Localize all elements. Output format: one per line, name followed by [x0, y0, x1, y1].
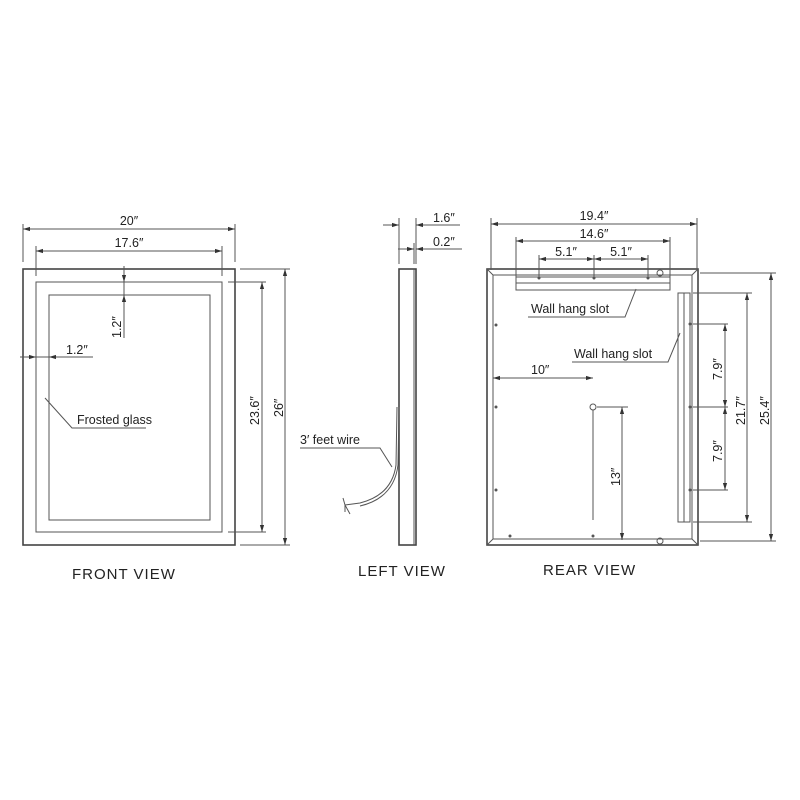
wire-height-label: 13″	[609, 467, 623, 486]
depth-glass-label: 0.2″	[433, 235, 455, 249]
keyhole-icon	[656, 537, 664, 545]
power-wire	[342, 406, 398, 515]
rear-height-label: 25.4″	[758, 396, 772, 425]
left-view-title: LEFT VIEW	[358, 563, 446, 580]
left-view: 1.6″ 0.2″ 3′ feet wire LEFT VIEW	[300, 211, 462, 580]
side-spacing-upper-label: 7.9″	[711, 358, 725, 380]
side-border-label: 1.2″	[66, 343, 88, 357]
height-outer-label: 26″	[272, 398, 286, 417]
wire-offset-label: 10″	[531, 363, 550, 377]
rear-view-title: REAR VIEW	[543, 562, 636, 579]
side-slot-length-label: 21.7″	[734, 396, 748, 425]
top-slot-label: Wall hang slot	[531, 302, 610, 316]
wire-exit-icon	[589, 403, 597, 411]
rear-width-label: 19.4″	[580, 209, 609, 223]
depth-total-label: 1.6″	[433, 211, 455, 225]
rear-view: 19.4″ 14.6″ 5.1″ 5.1″ Wall hang slot Wal…	[486, 209, 776, 579]
front-view-title: FRONT VIEW	[72, 566, 176, 583]
width-inner-label: 17.6″	[115, 236, 144, 250]
hole-spacing-right-label: 5.1″	[610, 245, 632, 259]
slot-width-label: 14.6″	[580, 227, 609, 241]
mirror-side-profile	[398, 268, 417, 546]
led-border	[35, 281, 223, 533]
side-slot-label: Wall hang slot	[574, 347, 653, 361]
front-view: 20″ 17.6″ 1.2″ 1.2″ Frosted glass 23.6″ …	[20, 214, 290, 583]
hole-spacing-left-label: 5.1″	[555, 245, 577, 259]
frosted-glass-label: Frosted glass	[77, 413, 152, 427]
side-spacing-lower-label: 7.9″	[711, 440, 725, 462]
keyhole-icon	[656, 269, 664, 277]
top-border-label: 1.2″	[110, 316, 124, 338]
height-inner-label: 23.6″	[248, 396, 262, 425]
frosted-glass-area	[48, 294, 211, 521]
wire-label: 3′ feet wire	[300, 433, 360, 447]
outer-frame	[22, 268, 236, 546]
width-outer-label: 20″	[120, 214, 139, 228]
